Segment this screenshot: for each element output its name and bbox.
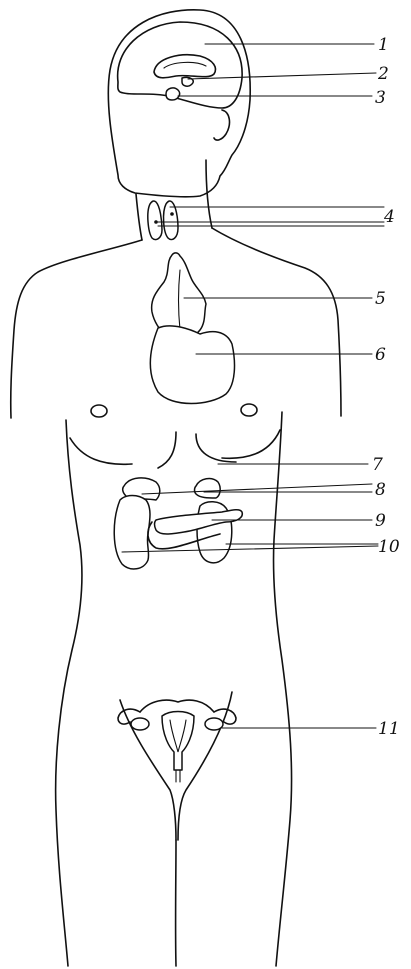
parathyroid-gland [154,220,158,224]
label-6: 6 [375,345,386,365]
uterus [162,712,194,771]
left-nipple [91,405,107,417]
right-breast-contour [222,430,280,458]
parathyroid-gland [170,212,174,216]
label-5: 5 [375,289,386,309]
uterine-broad-ligament [140,700,214,712]
left-torso-side [56,420,82,966]
label-7: 7 [372,455,383,475]
label-8: 8 [375,480,386,500]
head-outline [108,10,250,197]
right-adrenal-gland [195,479,221,498]
pituitary-gland [166,88,180,100]
left-breast-contour [70,438,132,464]
stomach-fold-left [158,432,176,468]
organs [114,55,242,782]
leader-line-2 [188,73,376,79]
label-4: 4 [383,207,395,227]
right-torso-side [273,412,291,966]
ear-outline [214,110,229,140]
thyroid-left-lobe [148,201,162,240]
left-ovary [131,718,149,730]
neck-left [136,194,142,240]
number-labels: 1 2 3 4 5 6 7 8 9 10 11 [372,35,400,739]
heart [150,326,234,404]
right-ovary [205,718,223,730]
label-3: 3 [375,88,386,108]
neck-right [206,160,212,228]
left-shoulder-arm [11,240,142,418]
right-nipple [241,404,257,416]
label-11: 11 [378,719,400,739]
reproductive-organs [118,700,236,782]
brain-inner-fold [164,62,206,68]
label-1: 1 [378,35,389,55]
label-9: 9 [375,511,386,531]
left-kidney [114,496,150,569]
label-2: 2 [377,64,389,84]
label-10: 10 [378,537,400,557]
right-shoulder-arm [212,228,341,416]
